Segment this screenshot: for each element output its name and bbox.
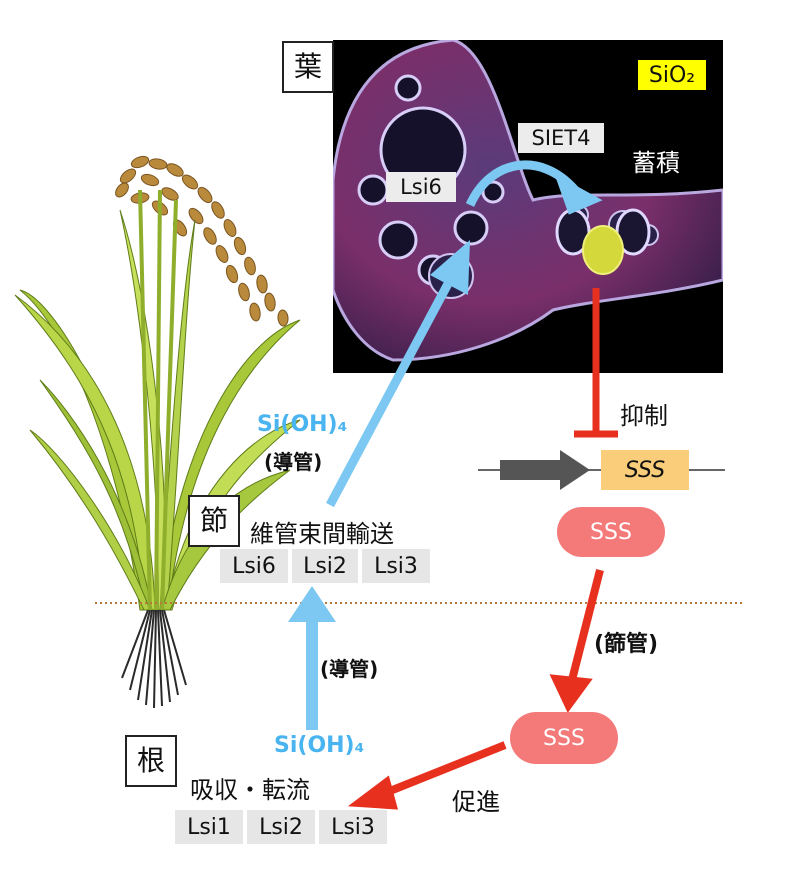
silica-deposit	[582, 225, 624, 275]
phloem-arrow-head	[549, 674, 593, 713]
soil-line	[95, 602, 745, 604]
node-silicic-acid-label: Si(OH)₄	[257, 412, 348, 437]
sss-protein-upper: SSS	[557, 507, 665, 557]
intervascular-transfer-label: 維管束間輸送	[250, 520, 394, 548]
node-xylem-label: (導管)	[264, 450, 323, 474]
uptake-translocation-label: 吸収・転流	[190, 776, 310, 804]
root-to-node-arrow-head	[288, 586, 336, 622]
stems	[138, 189, 178, 611]
siet4-arrow-head	[554, 173, 603, 215]
root-transporter-lsi2: Lsi2	[247, 810, 315, 844]
panicle	[115, 155, 289, 327]
accumulation-label: 蓄積	[632, 149, 680, 177]
sss-protein-lower: SSS	[510, 712, 618, 764]
lsi6-leaf-label: Lsi6	[386, 172, 456, 202]
siet4-label: SIET4	[518, 123, 604, 153]
phloem-arrow	[568, 569, 604, 681]
node-transporter-lsi6: Lsi6	[220, 549, 288, 583]
node-label: 節	[188, 495, 240, 547]
sio2-label: SiO₂	[638, 60, 706, 90]
leaf-label: 葉	[282, 41, 334, 93]
root-silicic-acid-label: Si(OH)₄	[274, 733, 365, 758]
node-to-leaf-arrow-head	[430, 240, 470, 295]
root-label: 根	[125, 735, 177, 787]
root-transporter-lsi3: Lsi3	[319, 810, 387, 844]
roots	[121, 609, 187, 709]
inhibition-label: 抑制	[620, 402, 668, 430]
node-transporter-lsi3: Lsi3	[362, 549, 430, 583]
node-transporter-lsi2: Lsi2	[292, 549, 358, 583]
promoter-arrow	[500, 450, 590, 490]
root-xylem-label: (導管)	[320, 657, 379, 681]
node-to-leaf-arrow	[326, 277, 454, 508]
sss-gene-box: SSS	[601, 450, 689, 490]
promotion-arrow-head	[347, 775, 398, 810]
root-transporter-lsi1: Lsi1	[175, 810, 243, 844]
promotion-arrow	[383, 741, 507, 797]
promotion-label: 促進	[452, 788, 500, 816]
phloem-label: (篩管)	[594, 632, 659, 657]
